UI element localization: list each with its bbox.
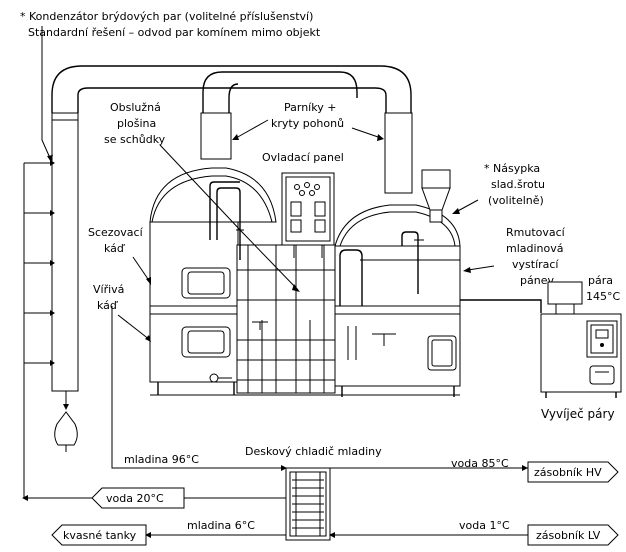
tag-hot-water-tank-text: zásobník HV [534,466,602,479]
tag-cold-water-tank: zásobník LV [527,524,619,546]
lauter-tun-label-line1: Scezovací [88,226,144,239]
mash-wort-kettle [334,204,461,387]
plate-cooler-label: Deskový chladič mladiny [245,445,382,458]
water-1-label: voda 1°C [459,519,510,532]
condenser-column [23,112,79,498]
water-85-label: voda 85°C [451,457,509,470]
control-panel [281,172,335,258]
lauter-whirlpool-vessel [149,167,277,383]
plate-cooler [285,467,331,541]
hopper-label-line1: * Násypka [484,162,540,175]
control-panel-label: Ovladací panel [262,151,344,164]
tag-fermentation-tanks: kvasné tanky [51,524,147,546]
kettle-label-line2: mladinová [506,242,564,255]
platform-label-line1: Obslužná [110,101,161,114]
kettle-label-line3: vystírací [512,258,559,271]
platform-label-line3: se schůdky [104,133,166,146]
tag-water-20: voda 20°C [91,487,185,509]
whirlpool-label-line2: káď [97,299,119,312]
cooling-piping [22,306,528,538]
wort-cold-label: mladina 6°C [187,519,255,532]
steam-generator [460,281,622,398]
steam-label-line1: Parníky + [284,101,336,114]
kettle-label-line1: Rmutovací [506,226,566,239]
steam-temp-label-line2: 145°C [586,290,620,303]
tag-hot-water-tank: zásobník HV [527,461,619,483]
condenser-label-line1: * Kondenzátor brýdových par (volitelné p… [20,10,313,23]
wort-hot-label: mladina 96°C [124,453,199,466]
condenser-label-line2: Standardní řešení – odvod par komínem mi… [28,26,321,39]
hopper-label-line3: (volitelně) [488,194,544,207]
steam-generator-label: Vyvíječ páry [541,407,615,421]
vessel-legs [150,382,460,397]
lauter-tun-label-line2: káď [104,242,126,255]
tag-water-20-text: voda 20°C [106,492,164,505]
vapour-ducts [51,65,413,194]
whirlpool-label-line1: Vířivá [93,283,124,296]
steam-temp-label-line1: pára [588,274,613,287]
tag-cold-water-tank-text: zásobník LV [536,529,601,542]
service-platform [209,181,336,394]
hopper-label-line2: slad.šrotu [491,178,545,191]
steam-label-line2: kryty pohonů [271,117,344,130]
kettle-label-line4: pánev [520,274,554,287]
tag-fermentation-tanks-text: kvasné tanky [63,529,137,542]
malt-hopper [421,169,451,223]
platform-label-line2: plošina [117,117,156,130]
